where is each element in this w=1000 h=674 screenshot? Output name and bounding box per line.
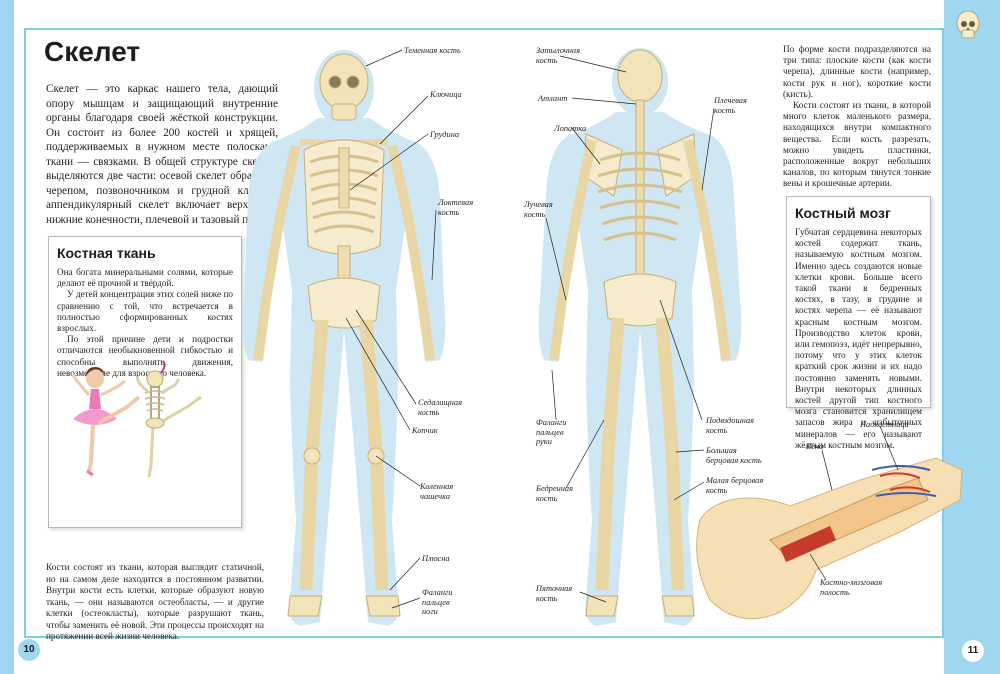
label-vein: Вена bbox=[806, 442, 824, 451]
back-skeleton bbox=[549, 49, 731, 617]
label-ilium: Подвздошная кость bbox=[706, 416, 755, 435]
label-toe-phalanges: Фаланги пальцев ноги bbox=[422, 588, 453, 616]
label-coccyx: Копчик bbox=[412, 426, 438, 435]
bone-tissue-p2: У детей концентрация этих солей ниже по … bbox=[57, 289, 233, 334]
label-atlas: Атлант bbox=[538, 94, 568, 103]
skull-icon bbox=[956, 10, 980, 39]
label-ulna: Локтевая кость bbox=[438, 198, 474, 217]
label-heel-bone: Пяточная кость bbox=[536, 584, 573, 603]
left-frame-line bbox=[24, 28, 26, 638]
bone-marrow-box: Костный мозг Губчатая сердцевина некотор… bbox=[786, 196, 931, 450]
label-marrow-cavity: Костно-мозговая полость bbox=[820, 578, 883, 597]
label-tibia: Большая берцовая кость bbox=[706, 446, 762, 465]
bone-tissue-heading: Костная ткань bbox=[57, 245, 156, 261]
label-ischium: Седалищная кость bbox=[418, 398, 462, 417]
bone-tissue-box: Костная ткань Она богата минеральными со… bbox=[48, 236, 242, 528]
label-scapula: Лопатка bbox=[554, 124, 587, 133]
bottom-frame-line bbox=[24, 636, 944, 638]
bone-marrow-heading: Костный мозг bbox=[795, 205, 891, 221]
page-title: Скелет bbox=[44, 36, 141, 67]
intro-text: Скелет — это каркас нашего тела, дающий … bbox=[46, 83, 278, 226]
bone-marrow-text: Губчатая сердцевина некоторых костей сод… bbox=[795, 227, 922, 450]
ballerina-and-skeleton-illustration bbox=[71, 360, 202, 478]
front-skeleton bbox=[253, 53, 435, 617]
bone-types-p2: Кости состоят из ткани, в которой много … bbox=[783, 100, 931, 189]
label-radius: Лучевая кость bbox=[524, 200, 553, 219]
left-page-border bbox=[0, 0, 14, 674]
top-frame-line bbox=[24, 28, 944, 30]
bone-types-text: По форме кости подразделяются на три тип… bbox=[783, 44, 931, 190]
bone-tissue-p1: Она богата минеральными солями, которые … bbox=[57, 267, 233, 289]
label-metatarsus: Плюсна bbox=[422, 554, 450, 563]
bone-renewal-text: Кости состоят из ткани, которая выглядит… bbox=[46, 562, 264, 641]
label-humerus: Плечевая кость bbox=[714, 96, 747, 115]
label-parietal-bone: Теменная кость bbox=[404, 46, 461, 55]
label-fibula: Малая берцовая кость bbox=[706, 476, 764, 495]
label-clavicle: Ключица bbox=[430, 90, 462, 99]
bone-tissue-p3: По этой причине дети и подростки отличаю… bbox=[57, 334, 233, 378]
page-number-left: 10 bbox=[18, 639, 40, 661]
right-frame-line bbox=[942, 28, 944, 638]
label-periosteum: Надкостница bbox=[860, 420, 909, 429]
bone-types-p1: По форме кости подразделяются на три тип… bbox=[783, 44, 931, 99]
label-patella: Коленная чашечка bbox=[420, 482, 454, 501]
label-finger-phalanges: Фаланги пальцев руки bbox=[536, 418, 567, 446]
back-body-silhouette bbox=[538, 48, 742, 626]
label-occipital-bone: Затылочная кость bbox=[536, 46, 581, 65]
label-sternum: Грудина bbox=[430, 130, 460, 139]
label-femur: Бедренная кость bbox=[536, 484, 573, 503]
right-page-border bbox=[944, 0, 1000, 674]
page-number-right: 11 bbox=[961, 639, 985, 663]
